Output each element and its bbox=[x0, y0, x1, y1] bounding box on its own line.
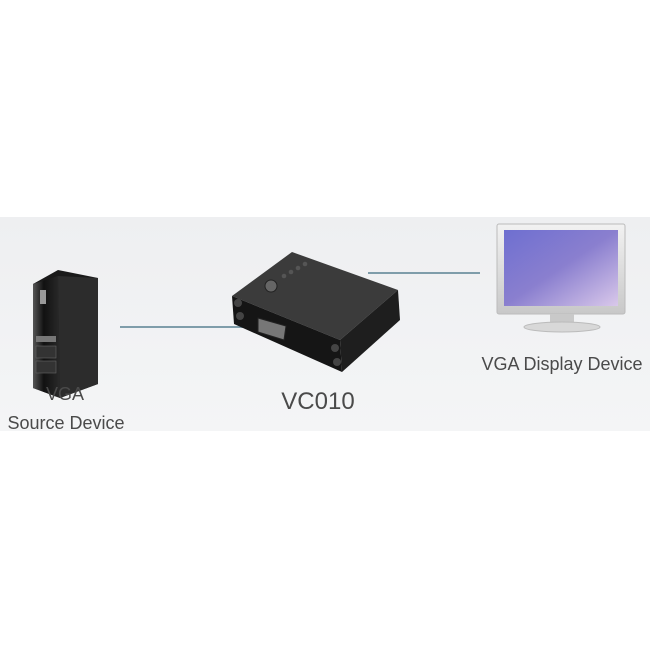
source-label-line2: Source Device bbox=[7, 413, 125, 433]
display-label: VGA Display Device bbox=[481, 354, 643, 374]
pc-tower-icon bbox=[33, 270, 98, 398]
monitor-icon bbox=[496, 223, 626, 333]
source-label-line1: VGA bbox=[45, 384, 84, 404]
converter-label: VC010 bbox=[281, 388, 355, 415]
vc010-device-icon bbox=[232, 252, 400, 372]
